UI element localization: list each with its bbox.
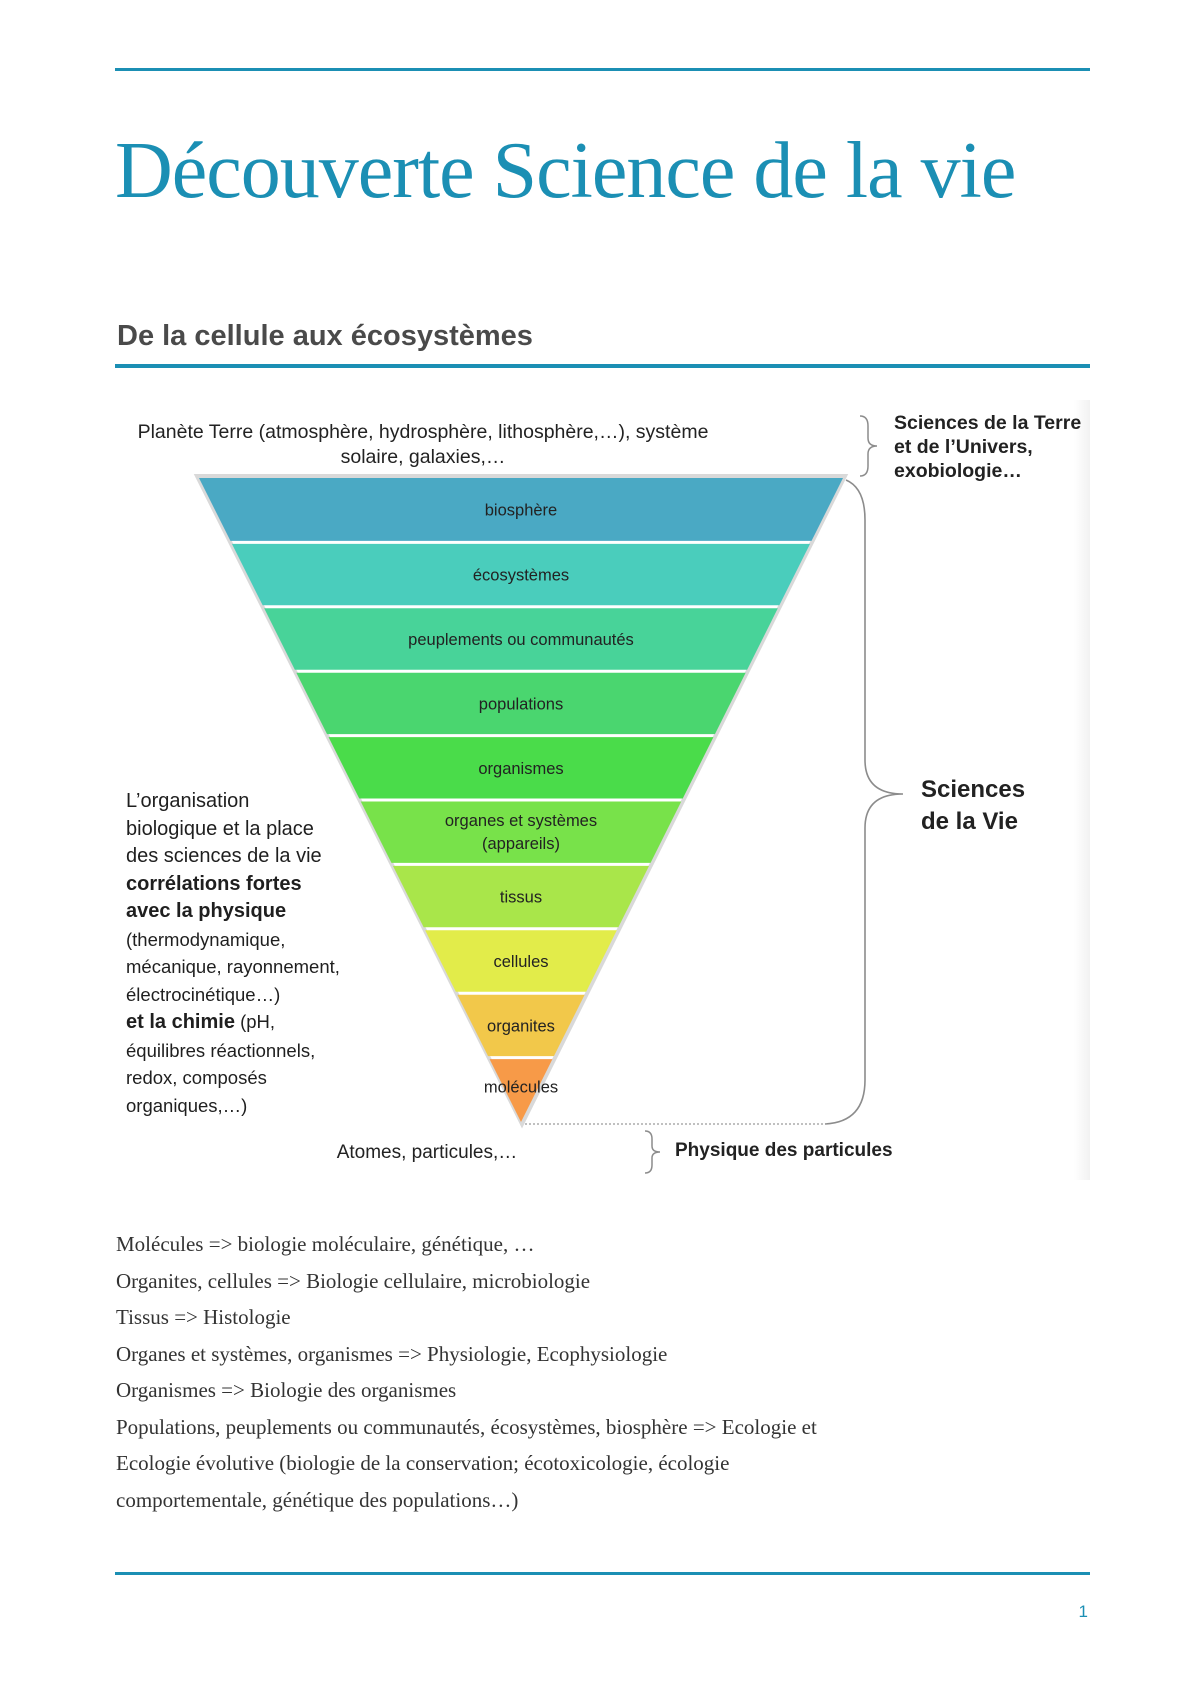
funnel-svg: Planète Terre (atmosphère, hydrosphère, … (138, 412, 1081, 1174)
funnel-band-label: organismes (478, 760, 563, 778)
funnel-band (264, 608, 778, 670)
brace-bottom-label: Physique des particules (675, 1140, 893, 1161)
top-label-line1: Planète Terre (atmosphère, hydrosphère, … (138, 421, 709, 443)
side-note-bold: corrélations fortes (126, 872, 302, 895)
funnel-band (296, 672, 746, 735)
bottom-label: Atomes, particules,… (337, 1142, 518, 1163)
funnel-band-label: peuplements ou communautés (408, 631, 634, 649)
side-note-line: des sciences de la vie (126, 845, 322, 867)
brace-top-icon (859, 415, 878, 477)
top-rule (115, 68, 1090, 71)
side-note-bold: et la chimie (126, 1011, 235, 1033)
side-note-bold: avec la physique (126, 900, 287, 922)
body-line: Ecologie évolutive (biologie de la conse… (116, 1451, 730, 1475)
side-note-line: équilibres réactionnels, (126, 1039, 316, 1061)
funnel-band-label: cellules (493, 953, 548, 971)
figure-shade (1074, 400, 1090, 1180)
side-note-line: redox, composés (126, 1067, 267, 1088)
side-note-line: L’organisation (126, 790, 250, 812)
funnel-band (328, 737, 714, 799)
brace-bottom-icon (644, 1130, 661, 1174)
brace-life-line1: Sciences (921, 776, 1025, 803)
funnel-bands: biosphère écosystèmes peuplements ou commu… (199, 478, 843, 1122)
body-text: Molécules => biologie moléculaire, génét… (116, 1226, 1076, 1518)
funnel-band-label: molécules (484, 1079, 558, 1097)
body-line: Molécules => biologie moléculaire, génét… (116, 1232, 535, 1256)
brace-top-line1: Sciences de la Terre (894, 412, 1081, 434)
funnel-band (457, 994, 585, 1057)
body-line: Organismes => Biologie des organismes (116, 1378, 457, 1402)
body-line: comportementale, génétique des populatio… (116, 1487, 519, 1512)
page-title: Découverte Science de la vie (115, 127, 1016, 215)
funnel-band-label: (appareils) (482, 835, 560, 853)
organisation-diagram: Planète Terre (atmosphère, hydrosphère, … (115, 400, 1090, 1180)
funnel-band-label: populations (479, 695, 563, 713)
body-line: Tissus => Histologie (116, 1305, 291, 1329)
side-note-line: organiques,…) (126, 1094, 248, 1116)
side-note-line: électrocinétique…) (126, 983, 281, 1005)
funnel-band (199, 478, 843, 541)
page-subtitle: De la cellule aux écosystèmes (117, 320, 533, 352)
body-line: Organes et systèmes, organismes => Physi… (116, 1341, 668, 1366)
footer-rule (115, 1572, 1090, 1575)
brace-life-icon (824, 479, 904, 1125)
funnel-band-label: organites (487, 1017, 555, 1035)
side-note-line: mécanique, rayonnement, (126, 956, 340, 977)
funnel-band-label: tissus (500, 889, 542, 907)
page-number: 1 (1078, 1602, 1088, 1621)
brace-life-line2: de la Vie (921, 808, 1018, 835)
funnel-band-label: organes et systèmes (445, 812, 597, 830)
funnel-band-label: écosystèmes (473, 567, 569, 585)
subtitle-rule (115, 364, 1090, 368)
funnel-band (425, 930, 617, 992)
funnel-band-label: biosphère (485, 501, 557, 519)
side-note: L’organisation biologique et la place de… (126, 788, 386, 1119)
funnel-band (231, 543, 811, 606)
body-line: Populations, peuplements ou communautés,… (116, 1414, 817, 1439)
side-note-line: (thermodynamique, (126, 928, 286, 950)
side-note-line: biologique et la place (126, 817, 314, 840)
brace-top-line3: exobiologie… (894, 460, 1022, 482)
side-note-line: (pH, (234, 1011, 276, 1032)
brace-top-line2: et de l’Univers, (894, 436, 1033, 458)
funnel-band (360, 801, 682, 863)
funnel-band (489, 1059, 553, 1122)
funnel-band (392, 865, 650, 928)
body-line: Organites, cellules => Biologie cellulai… (116, 1268, 591, 1293)
top-label-line2: solaire, galaxies,… (341, 446, 506, 468)
